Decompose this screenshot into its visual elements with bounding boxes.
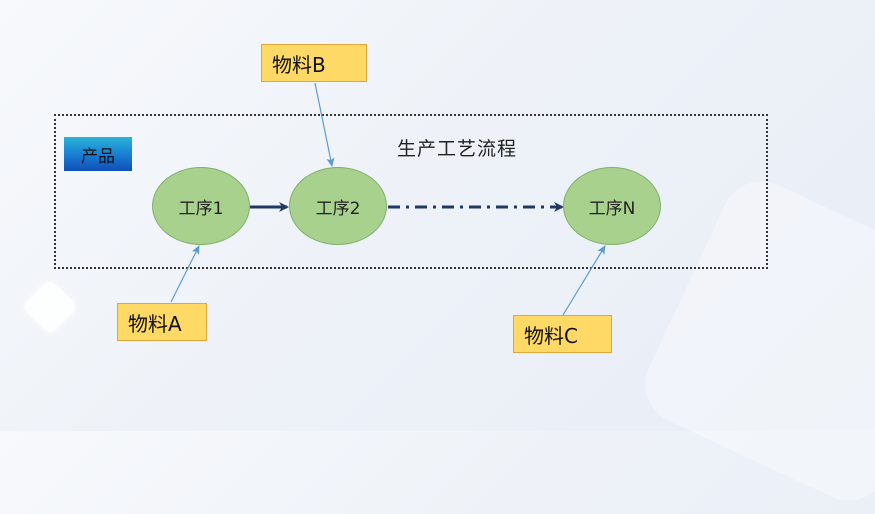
process-step-1: 工序1 (152, 167, 250, 245)
material-a: 物料A (117, 303, 207, 341)
process-step-2: 工序2 (289, 167, 387, 245)
process-title: 生产工艺流程 (397, 138, 518, 160)
process-step-n: 工序N (563, 167, 661, 245)
product-tag: 产品 (64, 137, 132, 171)
background-diamond (21, 278, 79, 336)
material-c: 物料C (513, 315, 612, 353)
material-b: 物料B (261, 44, 367, 82)
process-boundary (54, 114, 768, 269)
